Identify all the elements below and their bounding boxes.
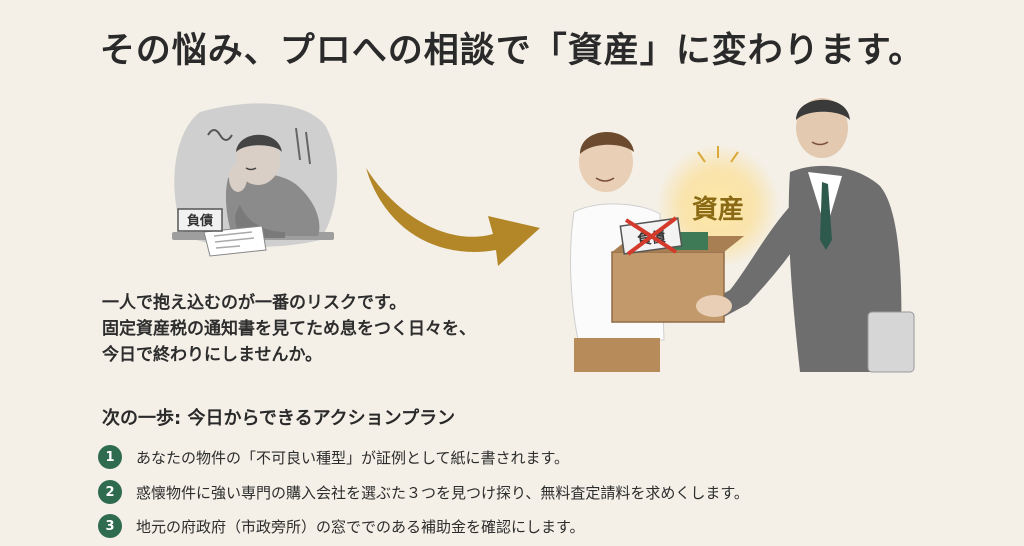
action-step-3: 3 地元の府政府（市政旁所）の窓ででのある補助金を確認にします。	[98, 513, 585, 539]
transition-arrow-icon	[366, 168, 540, 266]
intro-message: 一人で抱え込むのが一番のリスクです。 固定資産税の通知書を見てため息をつく日々を…	[102, 290, 476, 368]
step-number-badge: 3	[98, 514, 122, 538]
intro-line-3: 今日で終わりにしませんか。	[102, 345, 323, 365]
intro-line-2: 固定資産税の通知書を見てため息をつく日々を、	[102, 319, 476, 339]
step-text: あなたの物件の「不可良い種型」が証例として紙に書されます。	[136, 448, 570, 467]
step-text: 惑懐物件に強い専門の購入会社を選ぶた３つを見つけ探り、無料査定請料を求めくします…	[136, 483, 749, 502]
action-step-1: 1 あなたの物件の「不可良い種型」が証例として紙に書されます。	[98, 444, 569, 470]
handshake-illustration: 資産 負債	[570, 98, 915, 373]
intro-line-1: 一人で抱え込むのが一番のリスクです。	[102, 293, 407, 313]
asset-label: 資産	[692, 194, 744, 225]
step-number-badge: 2	[98, 480, 122, 504]
action-plan-heading: 次の一歩: 今日からできるアクションプラン	[102, 408, 456, 429]
step-text: 地元の府政府（市政旁所）の窓ででのある補助金を確認にします。	[136, 517, 585, 536]
action-step-2: 2 惑懐物件に強い専門の購入会社を選ぶた３つを見つけ探り、無料査定請料を求めくし…	[98, 479, 749, 505]
debt-label: 負債	[187, 213, 213, 229]
page-title: その悩み、プロへの相談で「資産」に変わります。	[99, 31, 925, 71]
worried-person-illustration: 負債	[172, 103, 338, 257]
step-number-badge: 1	[98, 445, 122, 469]
